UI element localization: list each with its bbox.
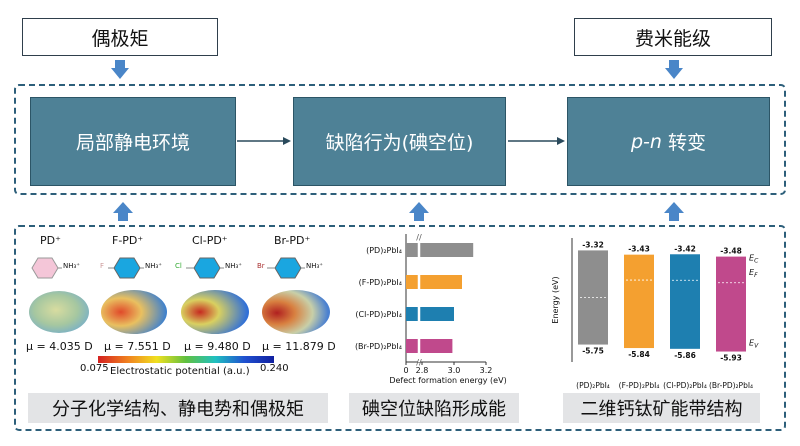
down-arrow-dipole-head: [111, 68, 129, 79]
band-y-axis-title: Energy (eV): [551, 276, 560, 323]
defect-category-label-3: (Br-PD)₂PbI₄: [355, 342, 402, 351]
defect-bar-1: [406, 275, 462, 289]
dipole-value-br-pd: μ = 11.879 D: [262, 340, 336, 353]
hexagon-pd: [31, 257, 59, 279]
up-arrow-mid-shaft: [414, 213, 424, 221]
process-frame: [14, 84, 786, 195]
dipole-value-f-pd: μ = 7.551 D: [104, 340, 171, 353]
band-level-ev: EV: [749, 339, 759, 350]
up-arrow-right-head: [664, 202, 684, 213]
down-arrow-dipole-shaft: [115, 60, 125, 68]
esp-surface-pd: [29, 291, 89, 333]
colorbar-min: 0.075: [80, 363, 109, 374]
defect-energy-chart: (PD)₂PbI₄ (F-PD)₂PbI₄ (Cl-PD)₂PbI₄ (Br-PD)₂…: [355, 233, 507, 385]
process-box-defect: 缺陷行为(碘空位): [293, 97, 506, 186]
defect-x-axis-title: Defect formation energy (eV): [389, 376, 506, 385]
up-arrow-left-shaft: [118, 213, 128, 221]
band-bar-3: [716, 256, 746, 352]
nh3-label-br: NH₃⁺: [306, 262, 324, 270]
defect-category-label-2: (Cl-PD)₂PbI₄: [355, 310, 402, 319]
molecule-name-f-pd: F-PD⁺: [112, 234, 144, 247]
hexagon-cl-pd: [193, 257, 221, 279]
molecule-name-br-pd: Br-PD⁺: [274, 234, 311, 247]
band-cbm-label-0: -3.32: [582, 240, 604, 249]
band-category-label-1: (F-PD)₂PbI₄: [619, 381, 660, 390]
band-vbm-label-2: -5.86: [674, 351, 696, 360]
nh3-label-cl: NH₃⁺: [225, 262, 243, 270]
caption-molecular: 分子化学结构、静电势和偶极矩: [28, 393, 328, 423]
molecule-structures: [31, 257, 305, 279]
up-arrow-left-head: [113, 202, 133, 213]
band-bar-1: [624, 254, 654, 349]
process-pn-prefix: p-n: [631, 130, 662, 153]
up-arrow-mid-head: [409, 202, 429, 213]
nh3-label-f: NH₃⁺: [145, 262, 163, 270]
dipole-value-pd: μ = 4.035 D: [26, 340, 93, 353]
defect-bar-3: [406, 339, 453, 353]
br-label: Br: [257, 262, 265, 270]
process-pn-text: 转变: [667, 132, 706, 154]
fermi-label-box: 费米能级: [574, 18, 772, 56]
defect-category-label-0: (PD)₂PbI₄: [366, 246, 402, 255]
esp-surface-cl-pd: [181, 290, 249, 334]
defect-tick-label-0: 0: [403, 366, 408, 375]
esp-surface-br-pd: [262, 290, 330, 334]
band-level-ef: EF: [749, 268, 758, 279]
caption-vacancy-text: 碘空位缺陷形成能: [362, 399, 506, 420]
defect-break-mark-top: //: [416, 233, 422, 242]
band-vbm-label-3: -5.93: [720, 354, 742, 363]
molecule-name-cl-pd: Cl-PD⁺: [192, 234, 228, 247]
process-local-field-text: 局部静电环境: [75, 132, 190, 154]
defect-tick-label-2: 3.0: [448, 366, 461, 375]
up-arrow-right-shaft: [669, 213, 679, 221]
process-box-local-field: 局部静电环境: [30, 97, 236, 186]
band-vbm-label-0: -5.75: [582, 347, 604, 356]
esp-surfaces: [29, 290, 330, 334]
caption-vacancy: 碘空位缺陷形成能: [349, 393, 519, 423]
band-category-label-0: (PD)₂PbI₄: [576, 381, 610, 390]
band-cbm-label-2: -3.42: [674, 244, 696, 253]
band-bar-2: [670, 254, 700, 349]
dipole-value-cl-pd: μ = 9.480 D: [184, 340, 251, 353]
caption-band: 二维钙钛矿能带结构: [563, 393, 760, 423]
process-box-pn: p-n 转变: [567, 97, 770, 186]
arrow-2-head: [557, 137, 565, 145]
band-cbm-label-3: -3.48: [720, 247, 742, 256]
defect-break-mark-bottom: //: [416, 358, 422, 367]
colorbar-max: 0.240: [260, 363, 289, 374]
band-level-ec: EC: [749, 253, 759, 264]
defect-tick-label-1: 2.8: [416, 366, 429, 375]
nh3-label-pd: NH₃⁺: [63, 262, 81, 270]
dipole-label: 偶极矩: [91, 27, 149, 50]
band-vbm-label-1: -5.84: [628, 350, 650, 359]
defect-bar-0: [406, 243, 474, 257]
hexagon-f-pd: [113, 257, 141, 279]
molecule-name-pd: PD⁺: [40, 234, 61, 247]
band-category-label-2: (Cl-PD)₂PbI₄: [663, 381, 707, 390]
band-structure-chart: Energy (eV) -3.32 -5.75 (PD)₂PbI₄ -3.43 -5.84…: [551, 238, 759, 390]
molecule-panel: PD⁺ F-PD⁺ Cl-PD⁺ Br-PD⁺ NH₃⁺ F NH₃⁺ Cl N…: [22, 232, 338, 382]
band-category-label-3: (Br-PD)₂PbI₄: [709, 381, 753, 390]
caption-band-text: 二维钙钛矿能带结构: [580, 399, 743, 420]
caption-molecular-text: 分子化学结构、静电势和偶极矩: [52, 399, 304, 420]
dipole-label-box: 偶极矩: [22, 18, 218, 56]
esp-surface-f-pd: [101, 290, 167, 334]
down-arrow-fermi-shaft: [669, 60, 679, 68]
colorbar: [98, 356, 274, 363]
defect-bar-2: [406, 307, 454, 321]
bottom-frame: [14, 225, 786, 431]
arrow-1-head: [283, 137, 291, 145]
down-arrow-fermi-head: [665, 68, 683, 79]
colorbar-label: Electrostatic potential (a.u.): [110, 366, 250, 377]
band-cbm-label-1: -3.43: [628, 245, 650, 254]
process-defect-text: 缺陷行为(碘空位): [325, 132, 474, 154]
fermi-label: 费米能级: [634, 27, 711, 50]
f-label: F: [100, 262, 105, 270]
hexagon-br-pd: [274, 257, 302, 279]
cl-label: Cl: [175, 262, 182, 270]
defect-category-label-1: (F-PD)₂PbI₄: [359, 278, 402, 287]
defect-tick-label-3: 3.2: [480, 366, 493, 375]
